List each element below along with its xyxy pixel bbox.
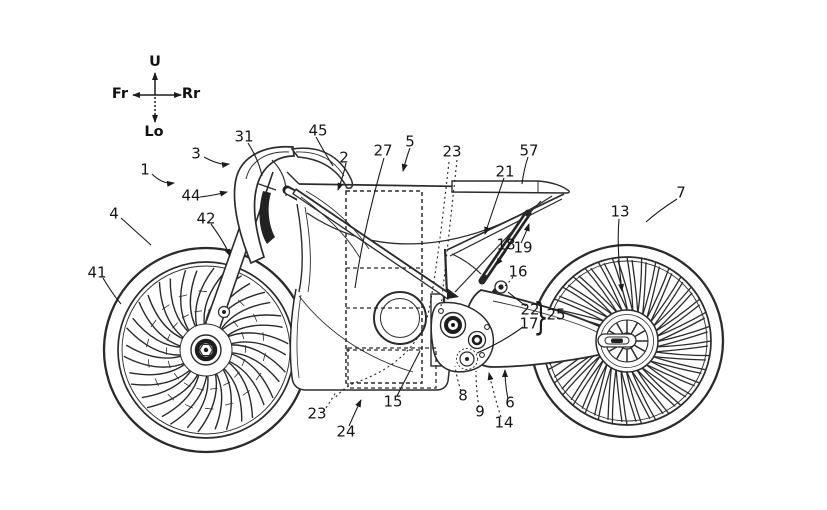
compass-up-label: U — [149, 54, 161, 70]
ref-label-45: 45 — [308, 121, 328, 140]
front-cowl — [290, 147, 354, 189]
axle-adjuster — [597, 333, 637, 348]
battery-hidden-outline — [345, 190, 437, 389]
ref-label-2: 2 — [339, 148, 349, 167]
ref-label-14: 14 — [494, 413, 514, 432]
control-cables — [300, 190, 370, 259]
ref-label-17: 17 — [519, 314, 539, 333]
ref-label-27: 27 — [373, 141, 393, 160]
ref-label-15: 15 — [383, 392, 403, 411]
ref-label-1: 1 — [140, 160, 150, 179]
ref-label-8: 8 — [458, 386, 468, 405]
ref-label-31: 31 — [234, 127, 254, 146]
orientation-compass — [132, 72, 182, 123]
ref-label-24: 24 — [336, 422, 356, 441]
compass-front-label: Fr — [111, 86, 129, 102]
ref-label-21: 21 — [495, 162, 515, 181]
ref-label-16: 16 — [508, 262, 528, 281]
ref-label-23-top: 23 — [442, 142, 462, 161]
leader-lines — [102, 136, 678, 427]
ref-label-42: 42 — [196, 209, 216, 228]
ref-label-22: 22 — [520, 300, 540, 319]
ref-label-18: 18 — [496, 235, 516, 254]
front-hub — [179, 323, 233, 377]
frame-oval-cutout — [373, 291, 427, 345]
ref-label-23-bottom: 23 — [307, 404, 327, 423]
ref-label-3: 3 — [191, 144, 201, 163]
motor-unit — [430, 301, 494, 373]
compass-down-label: Lo — [144, 124, 164, 140]
linkage-bolt — [494, 280, 508, 294]
ref-label-5: 5 — [405, 132, 415, 151]
ref-label-19: 19 — [513, 238, 533, 257]
head-tube-shadow — [259, 191, 275, 244]
ref-group-brace: } — [533, 295, 549, 339]
ref-label-6: 6 — [505, 393, 515, 412]
harness-hidden-lines — [325, 159, 458, 409]
ref-label-57: 57 — [519, 141, 539, 160]
ref-label-44: 44 — [181, 186, 201, 205]
ref-label-4: 4 — [109, 204, 119, 223]
front-fender — [233, 145, 295, 265]
ref-label-41: 41 — [87, 263, 107, 282]
ref-label-9: 9 — [475, 402, 485, 421]
seat — [451, 180, 570, 194]
ref-label-13: 13 — [610, 202, 630, 221]
ref-label-25: 25 — [546, 305, 566, 324]
ref-label-7: 7 — [676, 183, 686, 202]
compass-rear-label: Rr — [181, 86, 201, 102]
